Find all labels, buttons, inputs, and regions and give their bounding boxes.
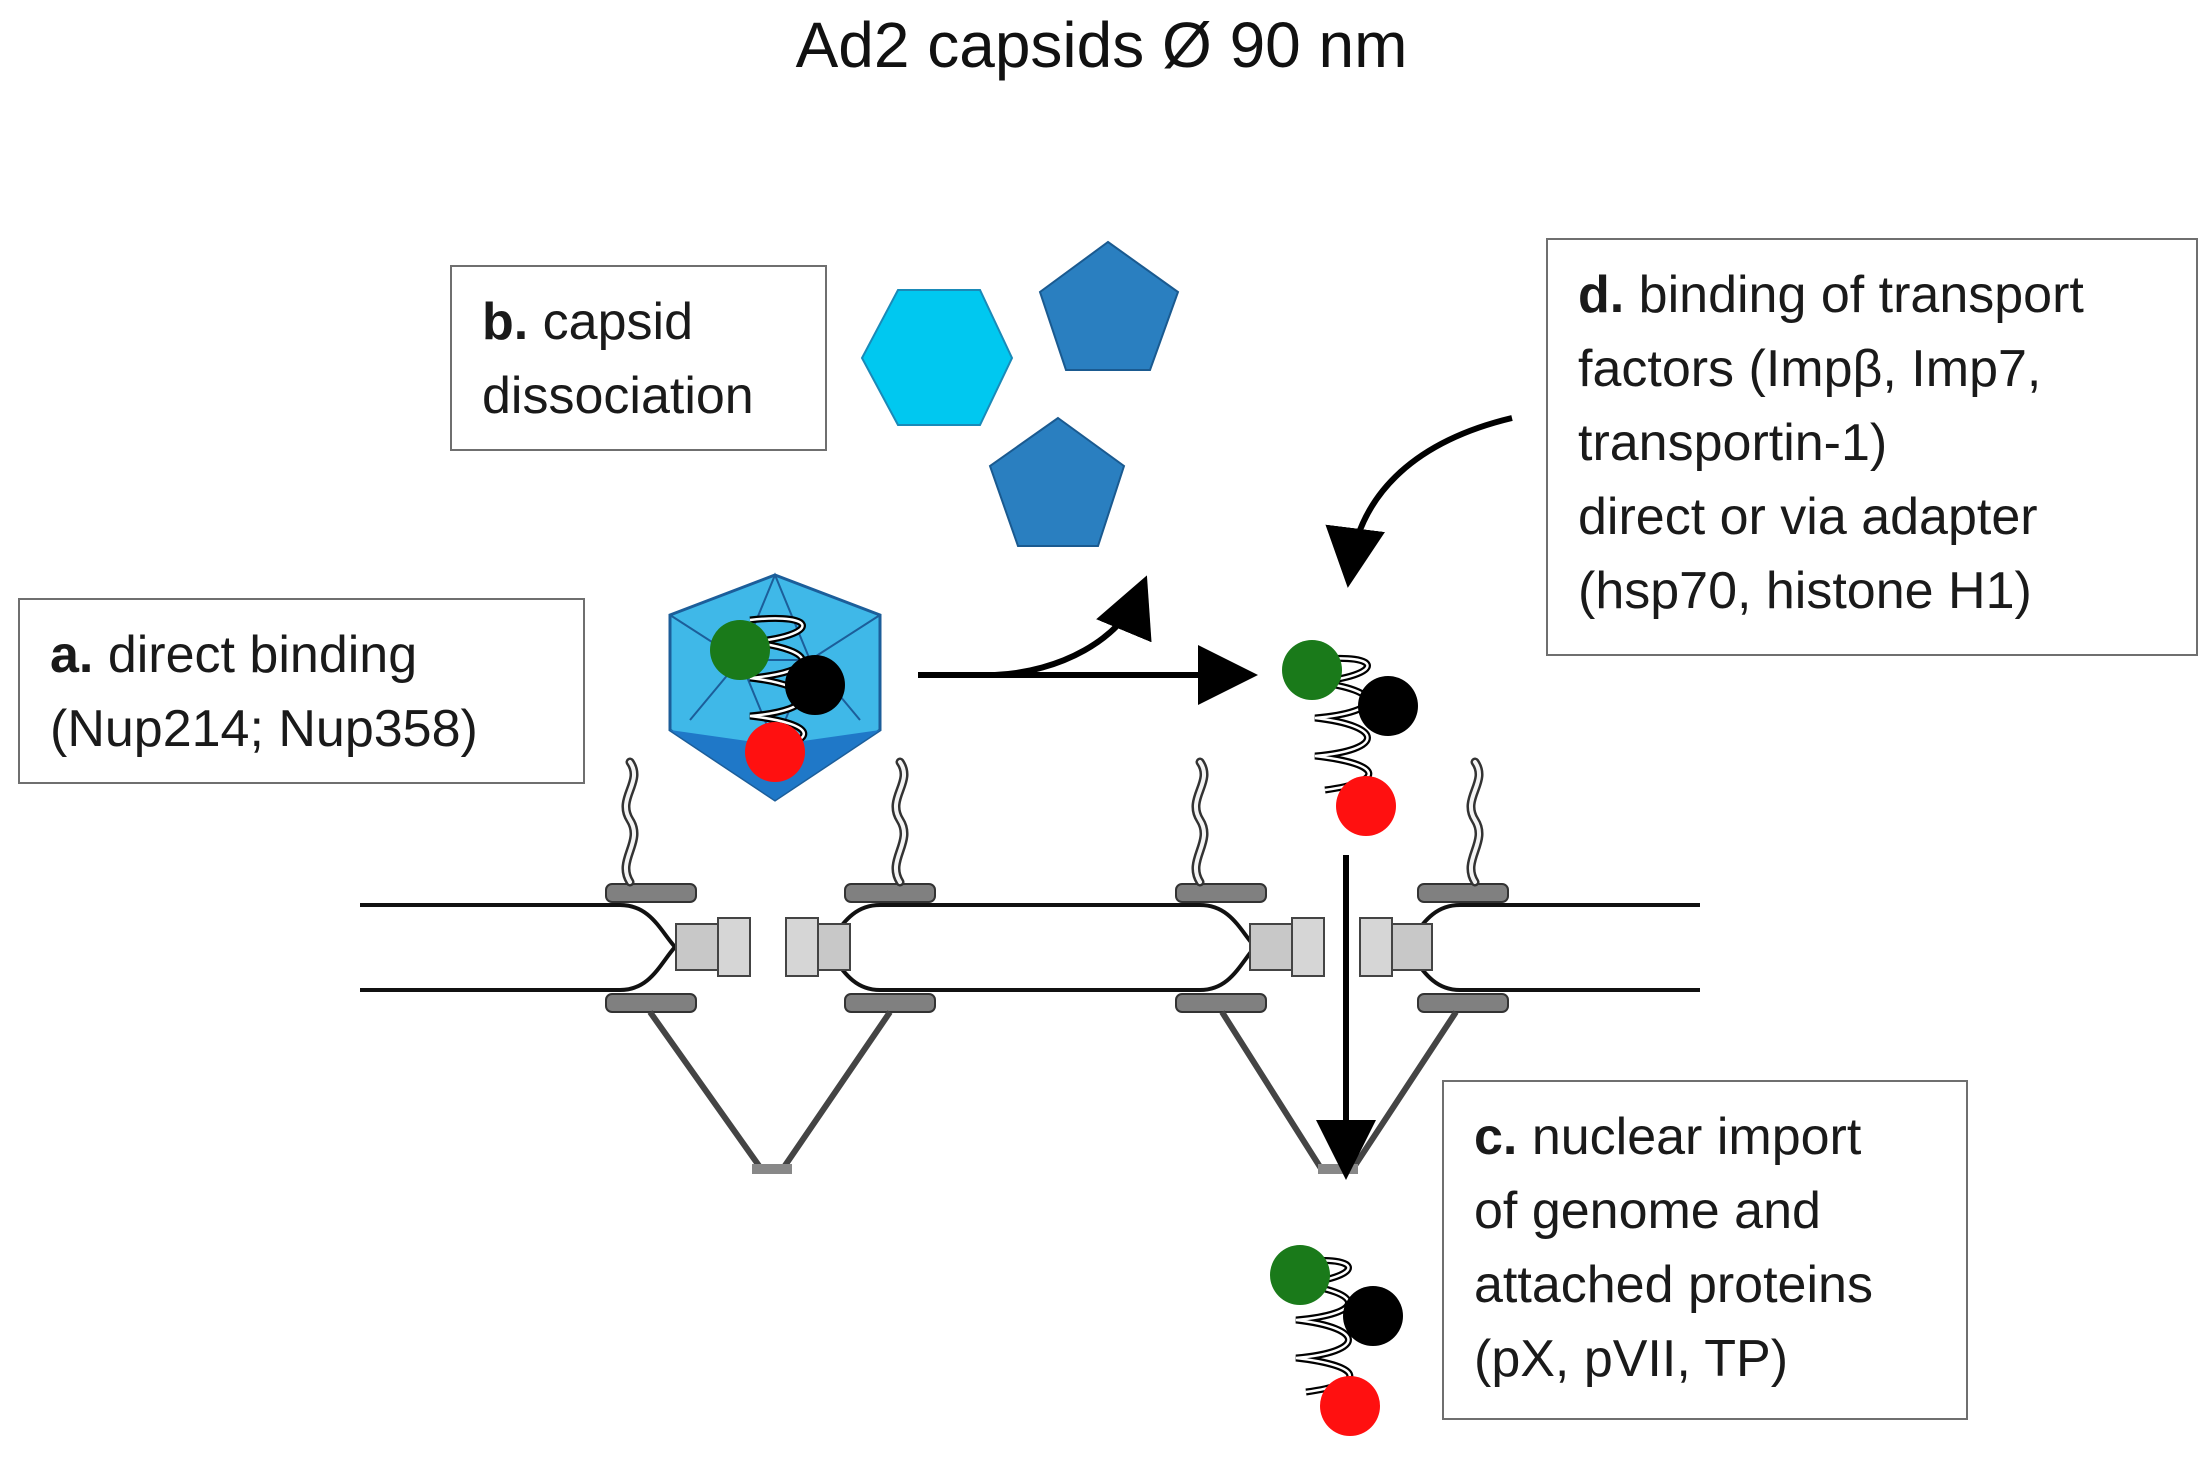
label-c-line-3: attached proteins (1474, 1256, 1873, 1314)
arrow-dissociation (994, 575, 1152, 678)
label-d-line-2: factors (Impβ, Imp7, (1578, 340, 2042, 398)
central-channel-left-a (675, 923, 719, 971)
protein-green-1 (1282, 640, 1342, 700)
central-channel-right-b (1389, 923, 1433, 971)
label-a-letter: a. (50, 626, 94, 684)
nuclear-basket-right (1219, 1010, 1459, 1173)
cytoplasmic-ring-right-a (1175, 883, 1267, 903)
label-box-b: b. capsid dissociation (450, 265, 827, 451)
label-b-letter: b. (482, 293, 529, 351)
nuclear-ring-right-b (1417, 993, 1509, 1013)
label-d-line-1: binding of transport (1638, 266, 2084, 324)
protein-red-1 (1336, 776, 1396, 836)
nuclear-envelope (360, 903, 1700, 992)
central-channel-left-b2 (785, 917, 819, 977)
label-d-letter: d. (1578, 266, 1625, 324)
cytoplasmic-ring-right-b (1417, 883, 1509, 903)
central-channel-left-a2 (717, 917, 751, 977)
protein-green-2 (1270, 1245, 1330, 1305)
nuclear-ring-left-a (605, 993, 697, 1013)
label-a-line-1: direct binding (107, 626, 418, 684)
nup-filament-2 (896, 762, 904, 882)
central-channel-right-a2 (1291, 917, 1325, 977)
central-channel-right-b2 (1359, 917, 1393, 977)
intact-capsid (668, 572, 882, 802)
label-c-line-4: (pX, pVII, TP) (1474, 1330, 1789, 1388)
central-channel-right-a (1249, 923, 1293, 971)
basket-ring-left (752, 1164, 792, 1174)
capsid-protein-red (745, 722, 805, 782)
arrows (918, 415, 1513, 1180)
nuclear-ring-right-a (1175, 993, 1267, 1013)
label-b-line-1: capsid (542, 293, 693, 351)
nuclear-basket-left (647, 1010, 893, 1173)
capsid-protein-green (710, 620, 770, 680)
protein-black-1 (1358, 676, 1418, 736)
label-box-a: a. direct binding (Nup214; Nup358) (18, 598, 585, 784)
nup-filament-1 (626, 762, 634, 882)
label-d-line-3: transportin-1) (1578, 414, 1888, 472)
protein-red-2 (1320, 1376, 1380, 1436)
label-box-d: d. binding of transport factors (Impβ, I… (1546, 238, 2198, 656)
label-a-line-2: (Nup214; Nup358) (50, 700, 478, 758)
label-c-line-2: of genome and (1474, 1182, 1821, 1240)
nup-filament-4 (1471, 762, 1479, 882)
cytoplasmic-ring-left-a (605, 883, 697, 903)
nup-filament-3 (1196, 762, 1204, 882)
capsid-protein-black (785, 655, 845, 715)
figure-title: Ad2 capsids Ø 90 nm (795, 9, 1408, 81)
label-c-line-1: nuclear import (1531, 1108, 1862, 1166)
pore-wall-3 (1199, 903, 1258, 992)
cytoplasmic-ring-left-b (844, 883, 936, 903)
protein-black-2 (1343, 1286, 1403, 1346)
label-d-line-5: (hsp70, histone H1) (1578, 562, 2032, 620)
penton-pentagon-bottom (988, 416, 1126, 547)
hexon-hexagon (860, 289, 1014, 426)
label-c-letter: c. (1474, 1108, 1518, 1166)
label-b-line-2: dissociation (482, 367, 754, 425)
arrow-transport-factors (1325, 415, 1513, 588)
label-box-c: c. nuclear import of genome and attached… (1442, 1080, 1968, 1420)
nuclear-pore-complex-right (1175, 762, 1509, 1174)
nuclear-ring-left-b (844, 993, 936, 1013)
label-d-line-4: direct or via adapter (1578, 488, 2038, 546)
penton-pentagon-top (1038, 240, 1180, 371)
pore-wall-1 (619, 903, 678, 992)
genome-complex-at-pore (1282, 640, 1418, 836)
nuclear-pore-complex-left (605, 762, 936, 1174)
basket-ring-right (1318, 1164, 1358, 1174)
genome-complex-imported (1270, 1245, 1403, 1436)
